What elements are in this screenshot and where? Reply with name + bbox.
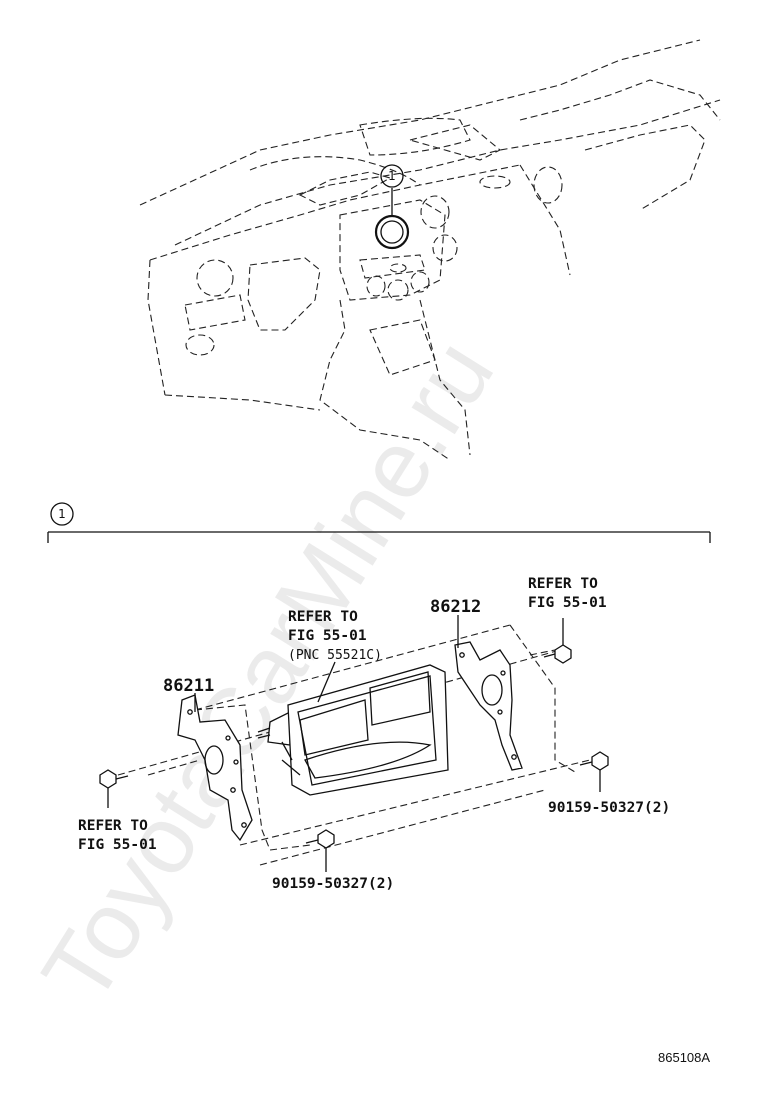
label-center-ref-line1: REFER TO xyxy=(288,609,358,625)
figure-id: 865108A xyxy=(658,1050,710,1065)
label-bolt-lower-center: 90159-50327(2) xyxy=(272,876,394,892)
label-right-ref-line1: REFER TO xyxy=(528,576,598,592)
bolt-left xyxy=(99,769,129,808)
bolt-lower-center xyxy=(305,829,335,872)
label-right-ref-line2: FIG 55-01 xyxy=(528,595,607,611)
label-center-ref-line3: (PNC 55521C) xyxy=(288,648,382,663)
label-part-86211: 86211 xyxy=(163,676,214,696)
label-left-ref-line1: REFER TO xyxy=(78,818,148,834)
label-bolt-lower-right: 90159-50327(2) xyxy=(548,800,670,816)
section-callout-marker: 1 xyxy=(58,507,66,521)
center-display-unit xyxy=(257,664,449,796)
label-center-ref-line2: FIG 55-01 xyxy=(288,628,367,644)
bolt-lower-right xyxy=(579,751,609,792)
overview-callout-marker: 1 xyxy=(388,169,396,183)
bracket-86211 xyxy=(177,694,253,842)
assembly-illustration xyxy=(99,615,609,872)
bracket-86212 xyxy=(454,641,523,771)
dashboard-overview-illustration: 1 xyxy=(139,39,721,461)
label-part-86212: 86212 xyxy=(430,597,481,617)
bolt-upper-right xyxy=(543,618,572,664)
label-left-ref-line2: FIG 55-01 xyxy=(78,837,157,853)
section-header: 1 xyxy=(47,502,711,543)
